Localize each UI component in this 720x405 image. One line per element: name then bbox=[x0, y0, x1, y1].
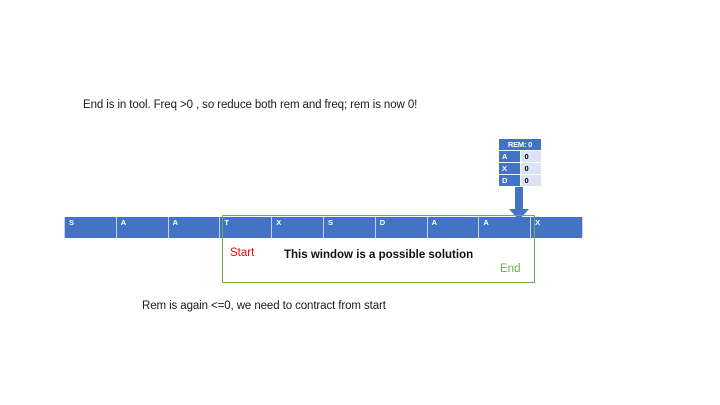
sequence-cell-letter: D bbox=[379, 218, 386, 227]
sequence-cell-8: A bbox=[479, 217, 532, 238]
rem-row-value-d: 0 bbox=[519, 174, 542, 187]
sequence-cell-0: S bbox=[64, 217, 117, 238]
arrow-down-icon bbox=[509, 187, 529, 220]
sequence-bar: S A A T X S D A A X bbox=[64, 217, 583, 238]
rem-table-header-row: REM: 0 bbox=[498, 138, 542, 151]
sequence-cell-1: A bbox=[116, 217, 169, 238]
sequence-cell-letter: A bbox=[483, 218, 489, 227]
window-message: This window is a possible solution bbox=[284, 249, 474, 261]
window-start-label: Start bbox=[230, 247, 255, 259]
sequence-cell-3: T bbox=[220, 217, 273, 238]
sequence-cell-letter: S bbox=[327, 218, 333, 227]
rem-row-key-a: A bbox=[498, 150, 521, 163]
sequence-cell-letter: X bbox=[276, 218, 282, 227]
sequence-cell-letter: A bbox=[120, 218, 127, 227]
sequence-cell-5: S bbox=[323, 217, 376, 238]
caption-top: End is in tool. Freq >0 , so reduce both… bbox=[83, 99, 418, 111]
rem-table-header-cell: REM: 0 bbox=[498, 138, 542, 151]
sequence-cell-letter: A bbox=[172, 218, 179, 227]
solution-window-box bbox=[222, 215, 535, 283]
sequence-cell-9: X bbox=[531, 217, 583, 238]
sequence-cell-7: A bbox=[427, 217, 480, 238]
rem-row-key-d: D bbox=[498, 174, 521, 187]
caption-bottom: Rem is again <=0, we need to contract fr… bbox=[142, 300, 386, 312]
sequence-cell-2: A bbox=[168, 217, 221, 238]
table-row: X 0 bbox=[498, 162, 542, 175]
rem-row-value-x: 0 bbox=[519, 162, 542, 175]
sequence-cell-letter: A bbox=[431, 218, 437, 227]
window-end-label: End bbox=[500, 263, 521, 275]
table-row: D 0 bbox=[498, 174, 542, 187]
rem-row-key-x: X bbox=[498, 162, 521, 175]
sequence-cell-letter: X bbox=[535, 218, 541, 227]
sequence-cell-letter: S bbox=[69, 218, 75, 227]
sequence-cell-4: X bbox=[272, 217, 324, 238]
sequence-cell-6: D bbox=[375, 217, 428, 238]
table-row: A 0 bbox=[498, 150, 542, 163]
sequence-cell-letter: T bbox=[224, 218, 229, 227]
rem-frequency-table: REM: 0 A 0 X 0 D 0 bbox=[498, 138, 542, 187]
rem-row-value-a: 0 bbox=[519, 150, 542, 163]
